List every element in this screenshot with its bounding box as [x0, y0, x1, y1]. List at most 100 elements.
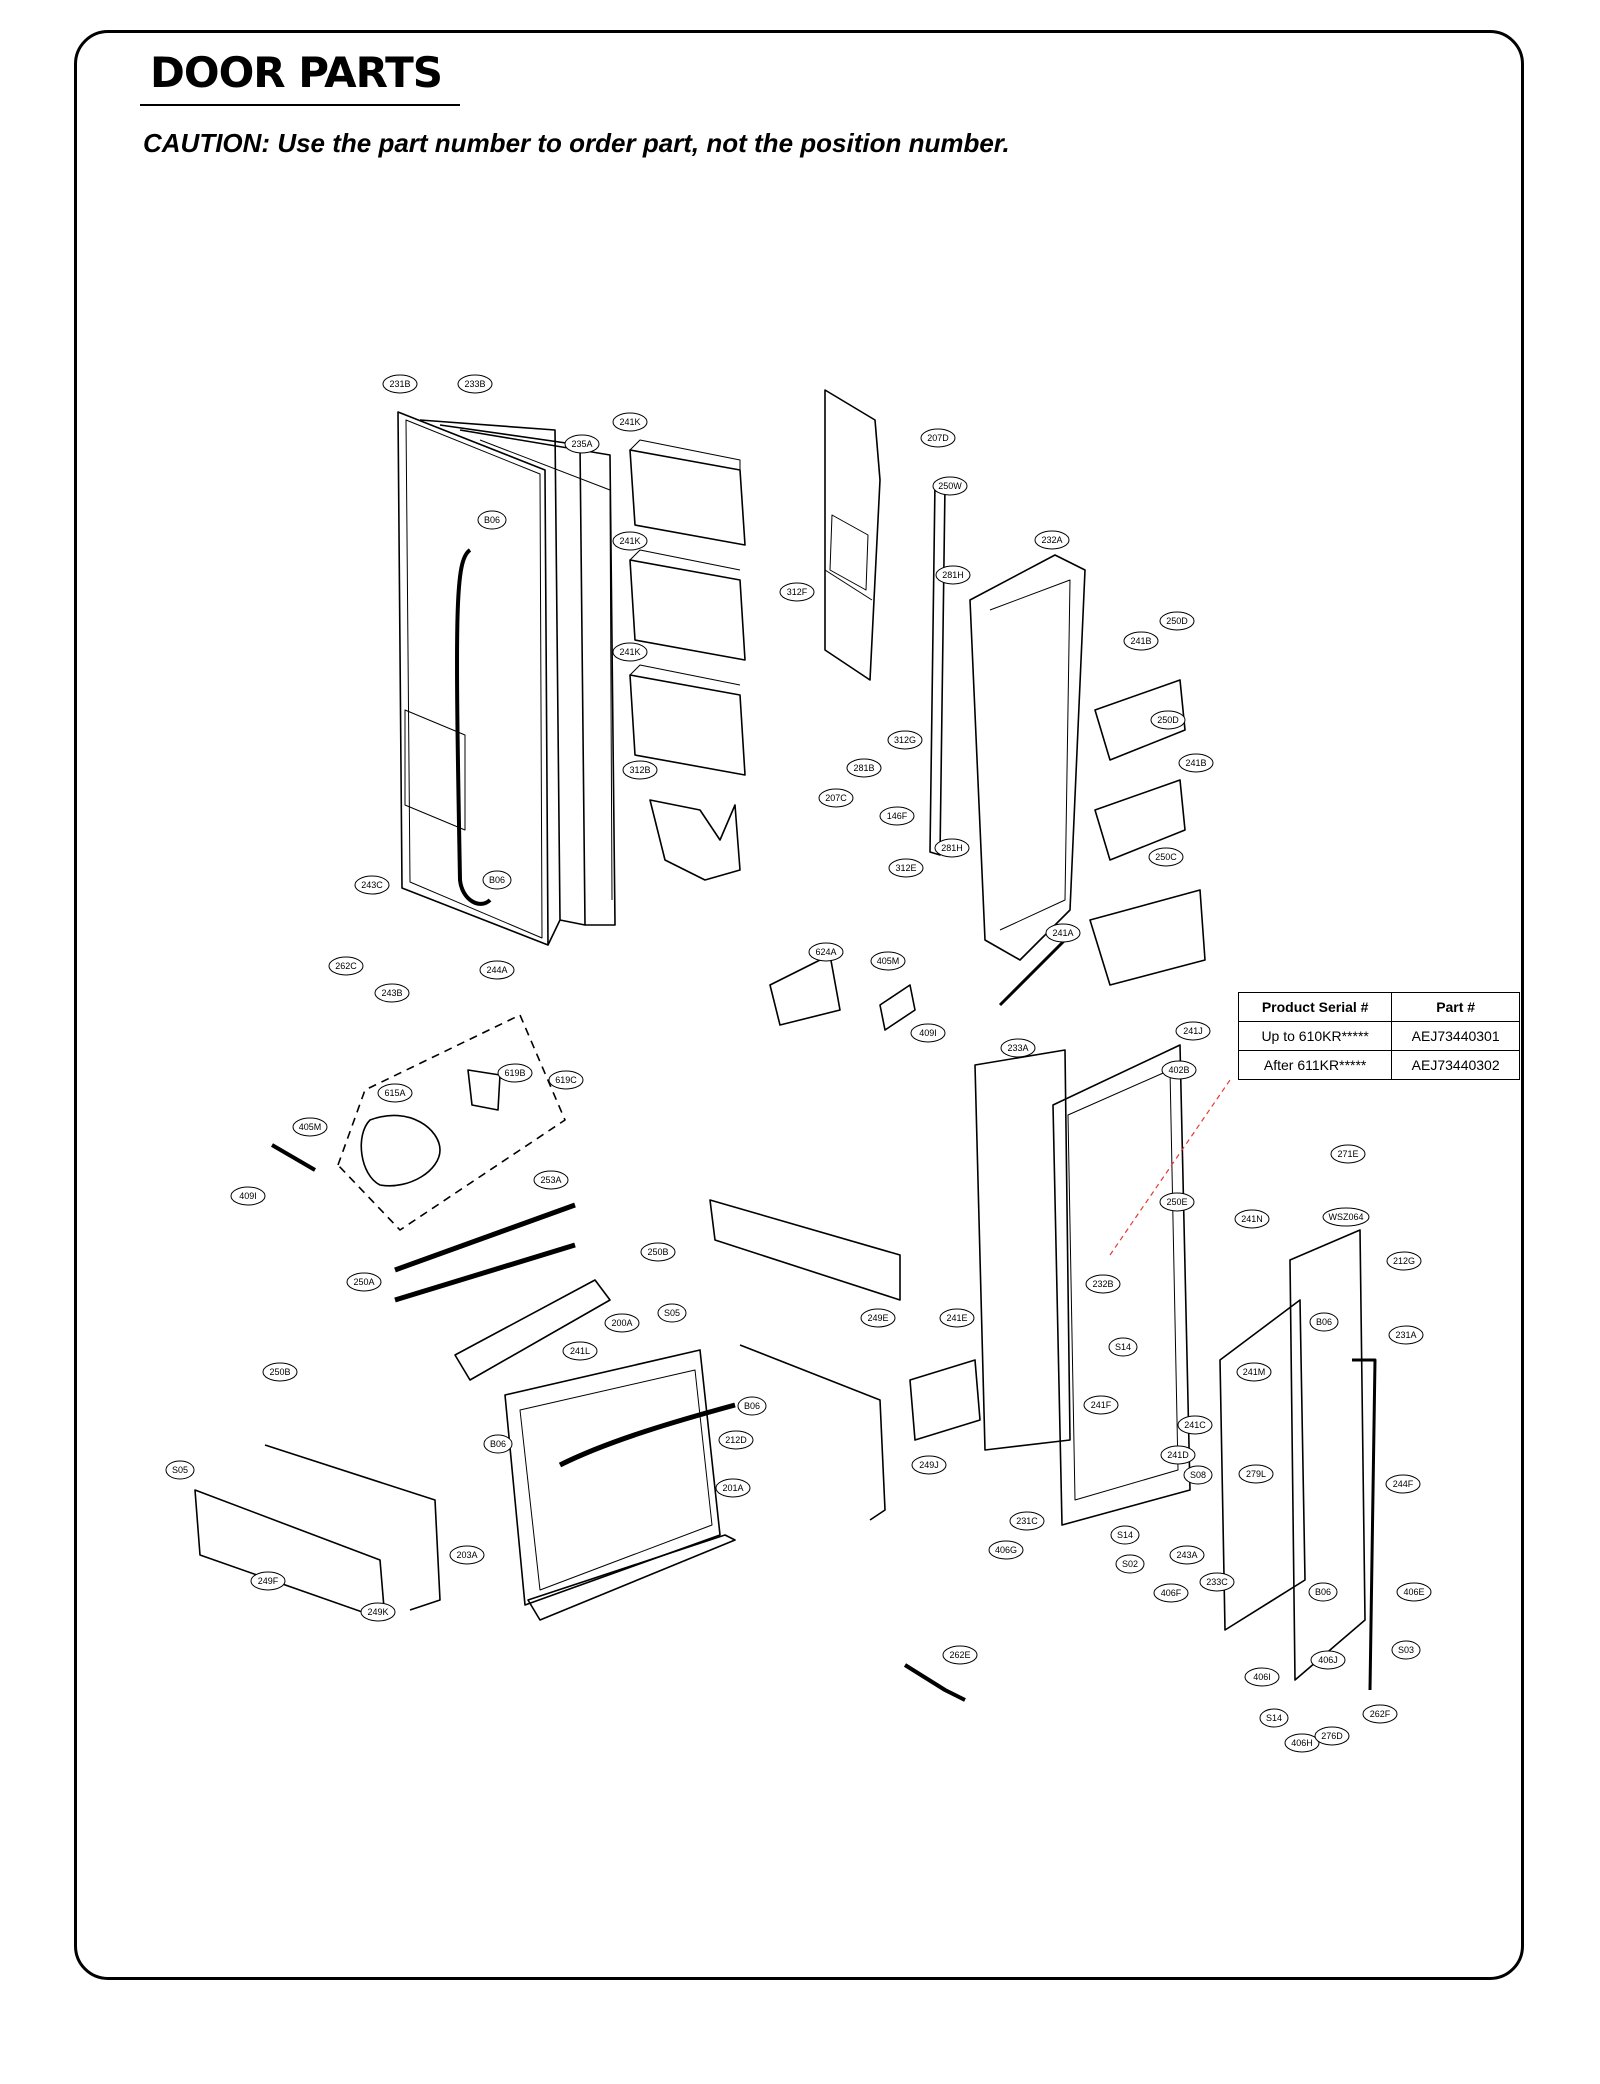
- bracket-312b: [649, 799, 741, 881]
- callout-label: 244A: [479, 960, 515, 980]
- callout-label: 250D: [1150, 710, 1186, 730]
- callout-bubble: [533, 1170, 569, 1190]
- callout-label: S08: [1183, 1465, 1213, 1485]
- door-bins-241k: [629, 439, 746, 776]
- callout-text: 271E: [1337, 1149, 1358, 1159]
- callout-bubble: [1330, 1144, 1366, 1164]
- callout-bubble: [292, 1117, 328, 1137]
- callout-bubble: [1159, 611, 1195, 631]
- callout-text: 241K: [619, 536, 640, 546]
- part-column-header: Part #: [1391, 992, 1520, 1022]
- callout-bubble: [640, 1242, 676, 1262]
- callout-text: 281H: [941, 843, 963, 853]
- callout-label: 250D: [1159, 611, 1195, 631]
- callout-text: 231A: [1395, 1330, 1416, 1340]
- callout-bubble: [1115, 1554, 1145, 1574]
- callout-bubble: [1045, 923, 1081, 943]
- callout-label: 249K: [360, 1602, 396, 1622]
- callout-label: 615A: [377, 1083, 413, 1103]
- callout-bubble: [1362, 1704, 1398, 1724]
- callout-label: 281H: [935, 565, 971, 585]
- callout-bubble: [932, 476, 968, 496]
- callout-label: S03: [1391, 1640, 1421, 1660]
- callout-bubble: [1183, 1465, 1213, 1485]
- callout-label: 241K: [612, 412, 648, 432]
- callout-label: 207C: [818, 788, 854, 808]
- callout-text: 241D: [1167, 1450, 1189, 1460]
- callout-bubble: [564, 434, 600, 454]
- callout-label: 281B: [846, 758, 882, 778]
- callout-text: 402B: [1168, 1065, 1189, 1075]
- callout-text: 233C: [1206, 1577, 1228, 1587]
- callout-text: 405M: [877, 956, 900, 966]
- callout-label: 241L: [562, 1341, 598, 1361]
- callout-text: 249E: [867, 1313, 888, 1323]
- page-frame: [74, 30, 1524, 1980]
- callout-bubble: [562, 1341, 598, 1361]
- callout-bubble: [887, 730, 923, 750]
- title-underline: [140, 104, 460, 106]
- callout-text: 207C: [825, 793, 847, 803]
- callout-bubble: [449, 1545, 485, 1565]
- callout-bubble: [1160, 1445, 1196, 1465]
- callout-label: 241A: [1045, 923, 1081, 943]
- callout-bubble: [846, 758, 882, 778]
- callout-text: 250B: [647, 1247, 668, 1257]
- callout-text: 231B: [389, 379, 410, 389]
- callout-label: 250B: [262, 1362, 298, 1382]
- callout-label: 241E: [939, 1308, 975, 1328]
- callout-text: 281H: [942, 570, 964, 580]
- callout-bubble: [1178, 753, 1214, 773]
- callout-text: 207D: [927, 433, 949, 443]
- callout-label: 312B: [622, 760, 658, 780]
- callout-bubble: [622, 760, 658, 780]
- callout-text: 241F: [1091, 1400, 1112, 1410]
- callout-text: 243B: [381, 988, 402, 998]
- callout-text: S14: [1117, 1530, 1133, 1540]
- callout-text: S08: [1190, 1470, 1206, 1480]
- callout-text: 241N: [1241, 1214, 1263, 1224]
- table-row: After 611KR***** AEJ73440302: [1237, 1050, 1520, 1080]
- callout-label: B06: [737, 1396, 767, 1416]
- callout-bubble: [374, 983, 410, 1003]
- callout-bubble: [612, 412, 648, 432]
- serial-part-table: Product Serial # Part # Up to 610KR*****…: [1237, 992, 1520, 1080]
- callout-label: 250W: [932, 476, 968, 496]
- callout-bubble: [1234, 1209, 1270, 1229]
- callout-bubble: [1238, 1464, 1274, 1484]
- callout-text: 249J: [919, 1460, 939, 1470]
- callout-bubble: [346, 1272, 382, 1292]
- callout-label: 250E: [1159, 1192, 1195, 1212]
- callout-label: 279L: [1238, 1464, 1274, 1484]
- callout-label: 200A: [604, 1313, 640, 1333]
- callout-bubble: [328, 956, 364, 976]
- part-cell: AEJ73440301: [1391, 1021, 1520, 1051]
- callout-label: 243C: [354, 875, 390, 895]
- serial-pointer-line: [1109, 1079, 1231, 1256]
- callout-label: 406J: [1310, 1650, 1346, 1670]
- rail-249f: [194, 1489, 386, 1621]
- callout-bubble: [942, 1645, 978, 1665]
- callout-text: 212G: [1393, 1256, 1415, 1266]
- callout-label: 241F: [1083, 1395, 1119, 1415]
- callout-text: 262F: [1370, 1709, 1391, 1719]
- callout-text: 244A: [486, 965, 507, 975]
- page-title: DOOR PARTS: [150, 48, 443, 97]
- callout-bubble: [1310, 1650, 1346, 1670]
- ice-maker-dashed-box: [337, 1014, 566, 1231]
- callout-text: 241B: [1185, 758, 1206, 768]
- callout-bubble: [262, 1362, 298, 1382]
- callout-text: 146F: [887, 811, 908, 821]
- callout-label: 232B: [1085, 1274, 1121, 1294]
- callout-bubble: [1386, 1251, 1422, 1271]
- callout-bubble: [939, 1308, 975, 1328]
- callout-bubble: [1034, 530, 1070, 550]
- bracket-619b: [467, 1069, 501, 1111]
- callout-bubble: [482, 870, 512, 890]
- callout-bubble: [1009, 1511, 1045, 1531]
- callout-bubble: [230, 1186, 266, 1206]
- callout-bubble: [1110, 1525, 1140, 1545]
- callout-label: B06: [1308, 1582, 1338, 1602]
- callout-bubble: [1169, 1545, 1205, 1565]
